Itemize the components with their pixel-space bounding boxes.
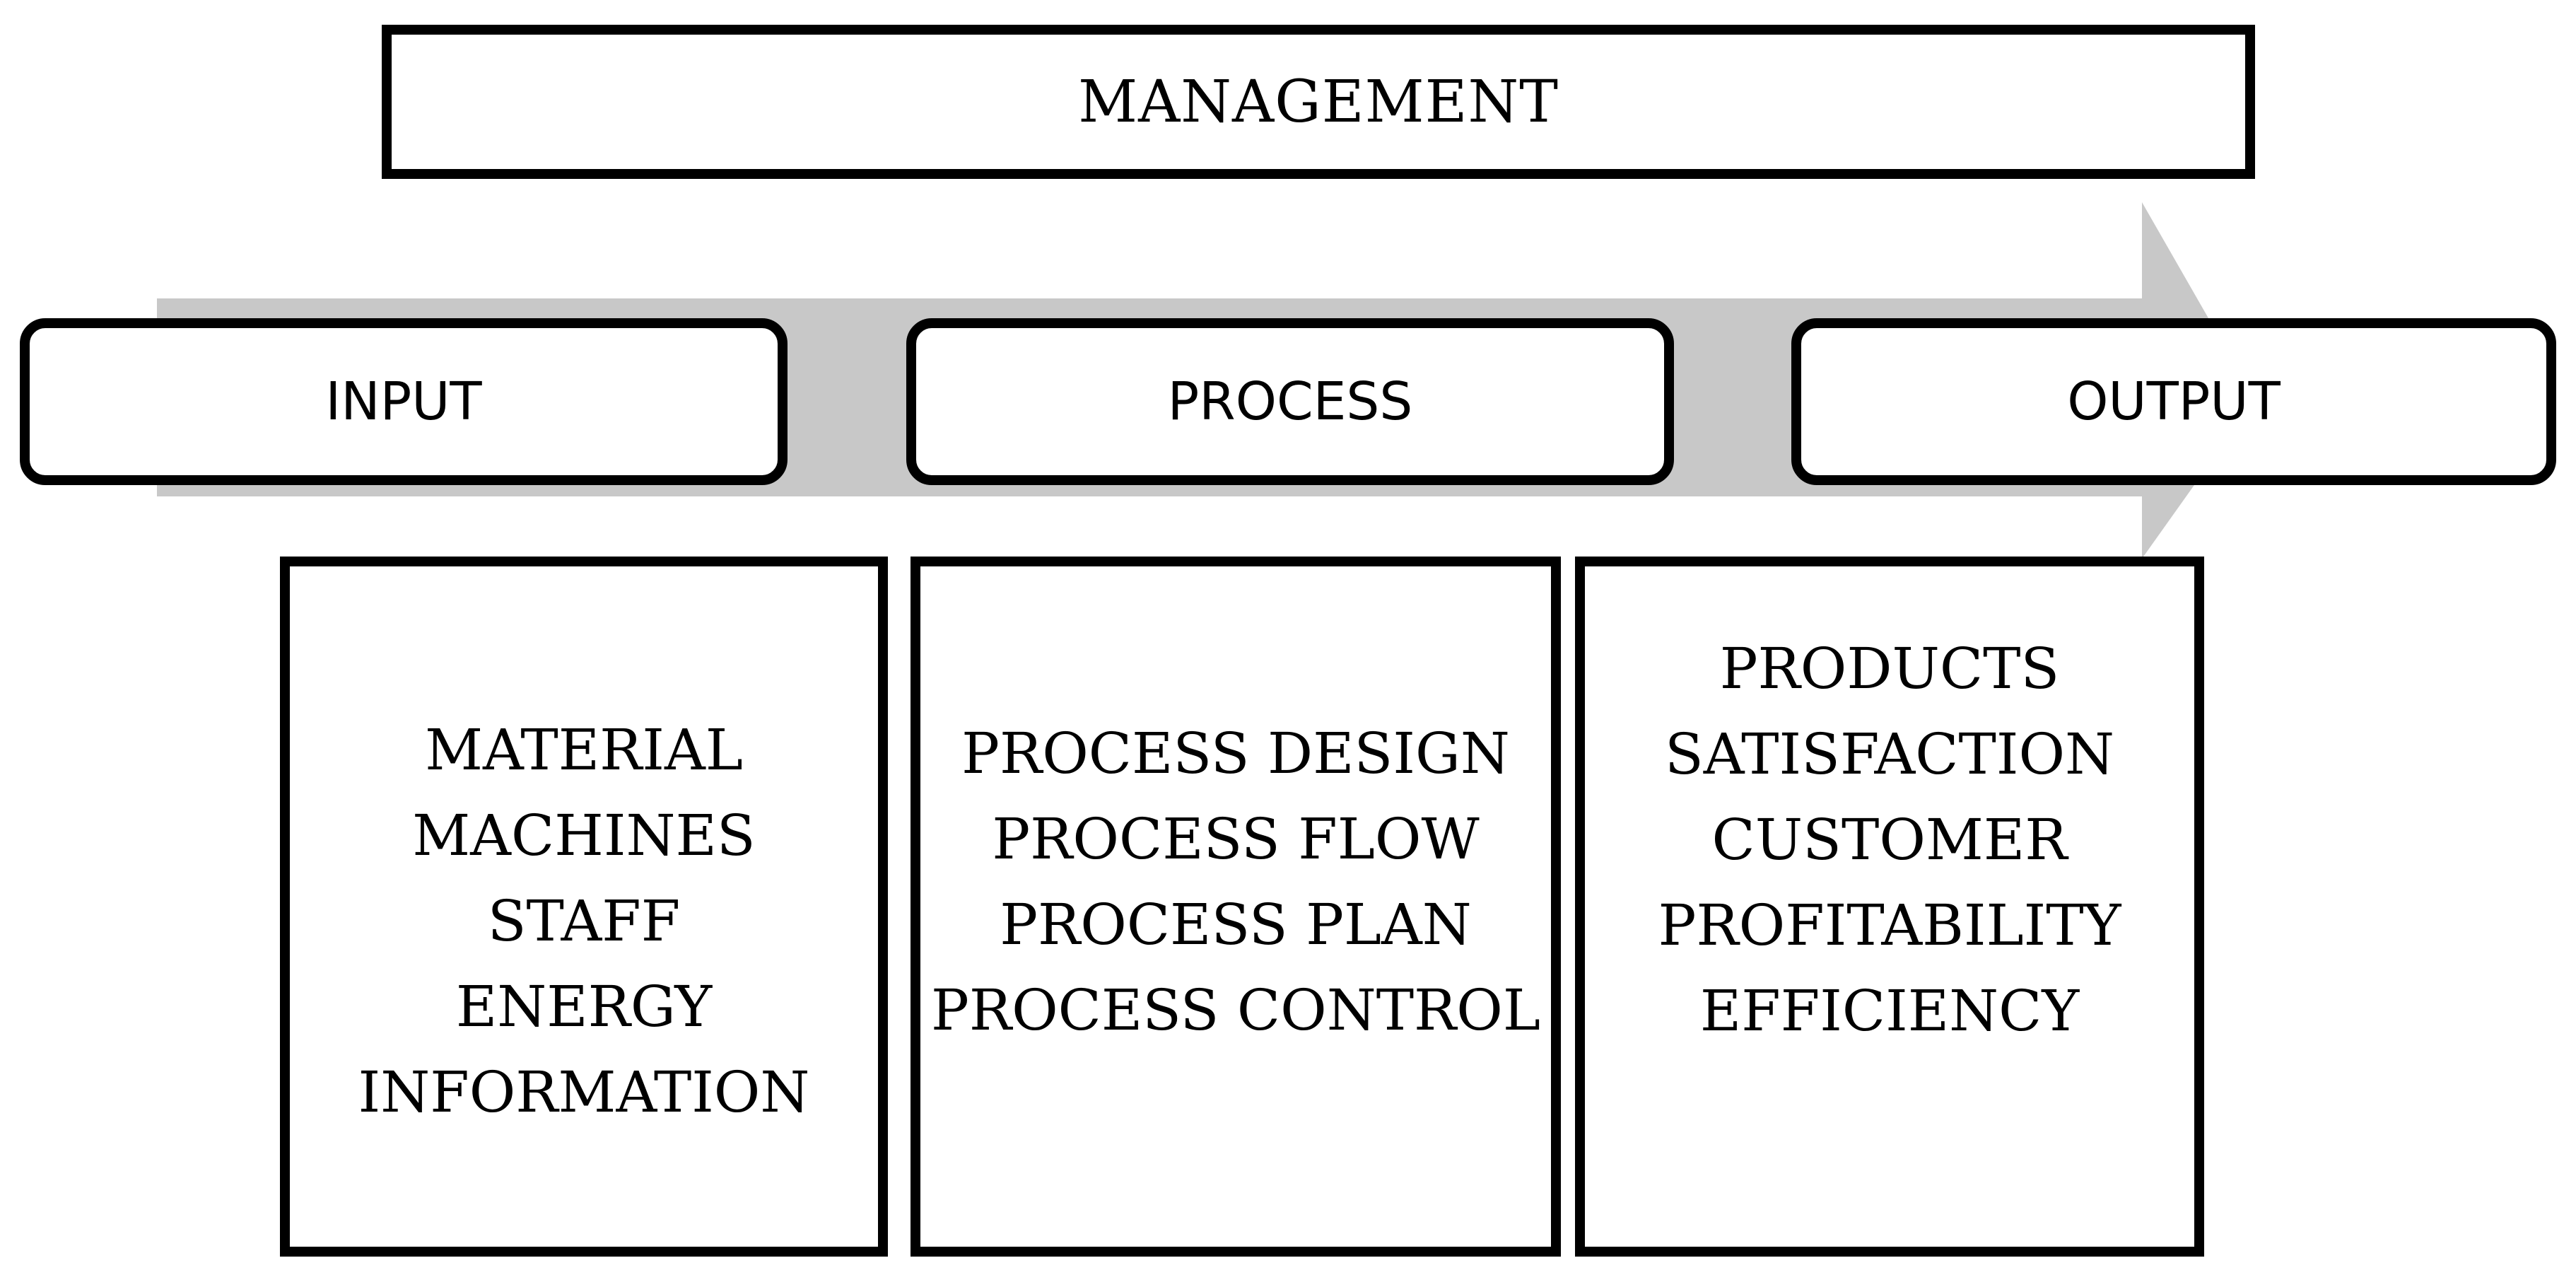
input-item: MATERIAL <box>425 716 743 783</box>
input-item: STAFF <box>487 887 681 954</box>
input-details-box: MATERIAL MACHINES STAFF ENERGY INFORMATI… <box>280 557 888 1257</box>
input-stage-label: INPUT <box>325 371 482 432</box>
output-stage-label: OUTPUT <box>2067 371 2281 432</box>
output-stage-box: OUTPUT <box>1791 318 2556 485</box>
output-item: PROFITABILITY <box>1658 892 2121 958</box>
input-item: ENERGY <box>455 973 713 1040</box>
output-item: EFFICIENCY <box>1699 977 2080 1044</box>
process-item: PROCESS PLAN <box>1000 892 1472 957</box>
input-item: MACHINES <box>412 802 756 868</box>
output-item: PRODUCTS <box>1719 635 2060 701</box>
process-item: PROCESS FLOW <box>992 806 1480 872</box>
management-label: MANAGEMENT <box>1078 68 1559 136</box>
input-item: INFORMATION <box>358 1059 810 1125</box>
process-item: PROCESS CONTROL <box>931 977 1540 1043</box>
input-stage-box: INPUT <box>20 318 788 485</box>
process-details-box: PROCESS DESIGN PROCESS FLOW PROCESS PLAN… <box>911 557 1561 1257</box>
output-item: CUSTOMER <box>1711 806 2068 873</box>
output-item: SATISFACTION <box>1664 721 2115 787</box>
process-stage-box: PROCESS <box>906 318 1674 485</box>
output-details-box: PRODUCTS SATISFACTION CUSTOMER PROFITABI… <box>1575 557 2204 1257</box>
management-box: MANAGEMENT <box>382 25 2255 179</box>
process-item: PROCESS DESIGN <box>961 721 1510 786</box>
process-stage-label: PROCESS <box>1167 371 1413 432</box>
